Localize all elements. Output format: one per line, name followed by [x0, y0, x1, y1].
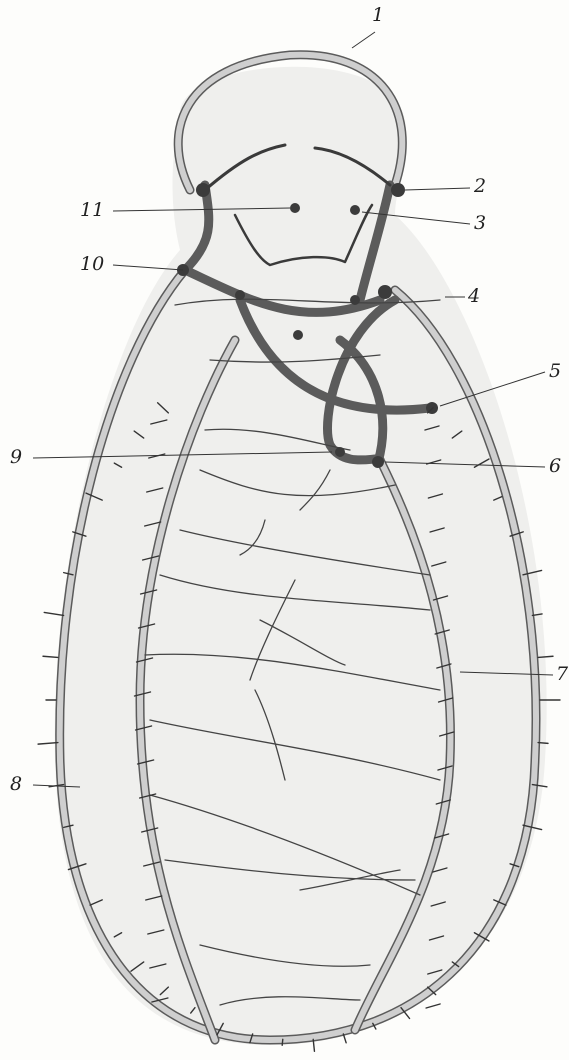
- bristle: [282, 1039, 283, 1045]
- body-membrane: [55, 67, 547, 1045]
- label-2: 2: [474, 177, 486, 196]
- bristle: [426, 1004, 440, 1008]
- ganglion-6: [372, 456, 384, 468]
- ganglion-central: [293, 330, 303, 340]
- ganglion-central-left: [235, 290, 245, 300]
- label-8: 8: [10, 775, 22, 794]
- ganglion-11: [290, 203, 300, 213]
- label-4: 4: [468, 287, 480, 306]
- label-9: 9: [10, 448, 22, 467]
- label-1: 1: [372, 6, 384, 25]
- label-3: 3: [474, 214, 486, 233]
- leader-2: [405, 188, 470, 190]
- ganglion-2: [391, 183, 405, 197]
- bristle: [43, 656, 58, 657]
- bristle: [44, 612, 63, 615]
- leader-1: [352, 32, 375, 48]
- label-7: 7: [556, 665, 568, 684]
- bristle: [538, 743, 548, 744]
- label-6: 6: [549, 457, 561, 476]
- label-11: 11: [80, 201, 104, 220]
- ganglion-central-right: [350, 295, 360, 305]
- ganglion-3: [350, 205, 360, 215]
- ganglion-9: [335, 447, 345, 457]
- ganglion-left-head: [196, 183, 210, 197]
- label-10: 10: [80, 255, 104, 274]
- label-5: 5: [549, 362, 561, 381]
- ganglion-4: [378, 285, 392, 299]
